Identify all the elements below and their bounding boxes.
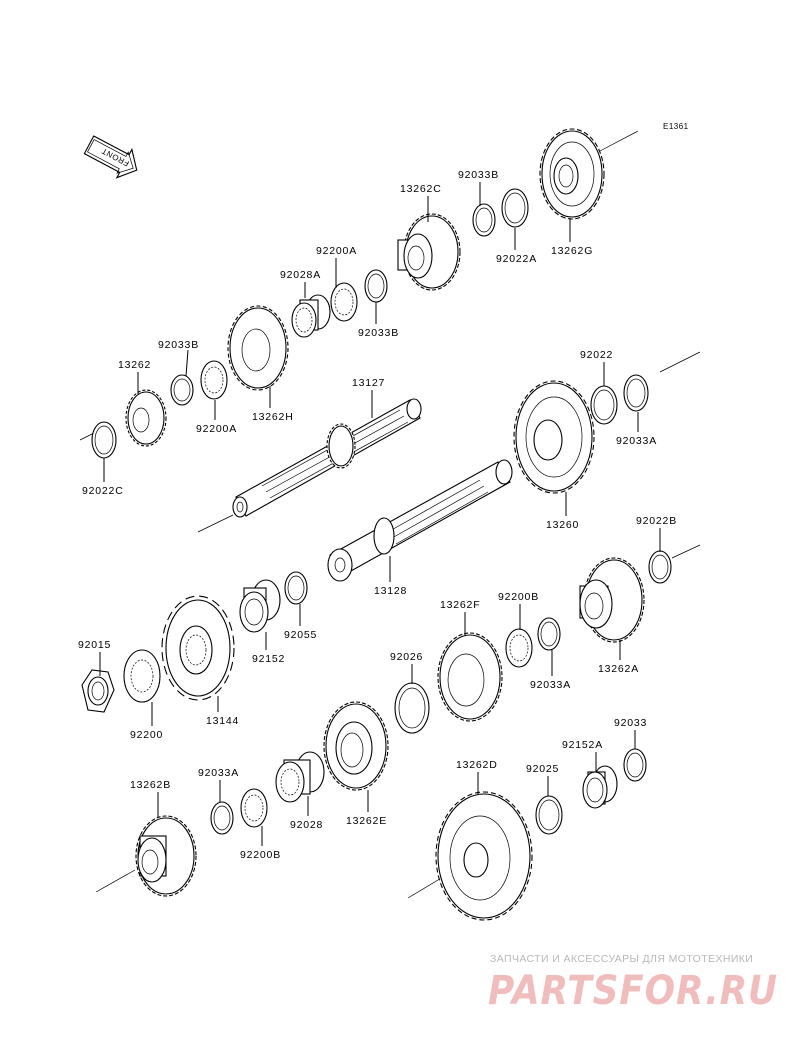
washer-92200B-left [240,788,268,828]
watermark: ЗАПЧАСТИ И АКСЕССУАРЫ ДЛЯ МОТОТЕХНИКИ PA… [488,953,778,1014]
label-92033B-top: 92033B [458,169,499,181]
washer-92022A [501,188,529,228]
circlip-92033B-mid [364,269,388,303]
shaft-13127 [232,398,422,518]
washer-92022B [648,550,672,584]
label-13262G: 13262G [551,245,593,257]
washer-92022 [590,385,618,425]
label-13144: 13144 [206,715,239,727]
label-13262E: 13262E [346,815,387,827]
washer-92200B-mid [505,628,533,668]
leader-lines [99,182,661,846]
label-92200A-top: 92200A [316,245,357,257]
washer-92200A-top [330,282,358,322]
washer-92200A-left [200,360,228,400]
bushing-92028A [291,294,331,338]
collar-92152A [582,765,618,809]
front-arrow-icon: FRONT [83,135,138,179]
label-92022A: 92022A [496,253,537,265]
label-92033B-mid: 92033B [358,327,399,339]
label-13262A: 13262A [598,663,639,675]
label-13262H: 13262H [252,411,294,423]
circlip-92033 [623,748,647,782]
collar-92152 [239,579,281,633]
label-13127: 13127 [352,377,385,389]
label-13262B: 13262B [130,779,171,791]
circlip-92033B-top [472,203,496,237]
watermark-brand: PARTSFOR.RU [488,968,778,1014]
label-92025: 92025 [526,763,559,775]
washer-92026 [394,682,430,734]
gear-13260 [513,380,595,494]
gear-13262H [227,305,289,391]
label-13128: 13128 [374,585,407,597]
diagram-code: E1361 [663,122,689,131]
label-92026: 92026 [390,651,423,663]
label-92033A-left: 92033A [198,767,239,779]
circlip-92033A-left [210,801,234,835]
gear-13262B [135,815,197,897]
label-92033A-mid: 92033A [530,679,571,691]
nut-92015 [81,669,115,713]
gear-13262F [437,632,503,722]
circlip-92033A-mid [537,617,561,651]
label-13262: 13262 [118,359,151,371]
oring-92055 [284,571,308,605]
label-13260: 13260 [546,519,579,531]
gear-13262D [435,791,533,921]
washer-92200 [123,649,161,703]
label-92200B-mid: 92200B [498,591,539,603]
washer-92022C [91,421,117,459]
label-92152A: 92152A [562,739,603,751]
sprocket-13144 [161,595,235,701]
label-92033A-right: 92033A [616,435,657,447]
label-13262F: 13262F [440,599,480,611]
shaft-13128 [327,459,513,582]
part-labels: 13262C 92033B 92022A 13262G 92200A 92028… [78,169,677,861]
circlip-92033A-right [623,374,649,412]
gear-13262A [579,557,645,643]
label-13262D: 13262D [456,759,498,771]
watermark-caption: ЗАПЧАСТИ И АКСЕССУАРЫ ДЛЯ МОТОТЕХНИКИ [490,953,753,965]
label-13262C: 13262C [400,183,442,195]
gear-13262C [397,213,461,291]
label-92200: 92200 [130,729,163,741]
gear-13262E [323,701,389,791]
circlip-92033B-left [170,374,194,406]
washer-92025 [535,795,563,835]
gear-13262G [539,128,605,220]
label-92033: 92033 [614,717,647,729]
label-92022C: 92022C [82,485,124,497]
label-92055: 92055 [284,629,317,641]
label-92033B-left: 92033B [158,339,199,351]
label-92152: 92152 [252,653,285,665]
label-92200B-left: 92200B [240,849,281,861]
label-92022: 92022 [580,349,613,361]
label-92022B: 92022B [636,515,677,527]
label-92200A-left: 92200A [196,423,237,435]
bushing-92028 [275,751,325,803]
label-92028A: 92028A [280,269,321,281]
label-92028: 92028 [290,819,323,831]
gear-13262 [125,389,167,447]
label-92015: 92015 [78,639,111,651]
